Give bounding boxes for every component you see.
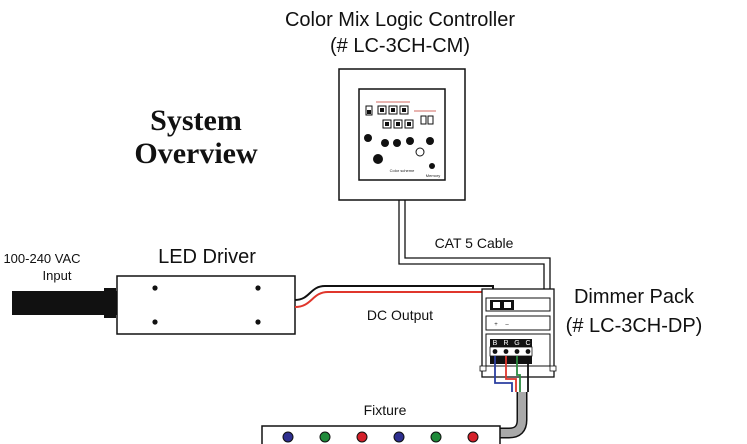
input-label-line1: 100-240 VAC [3,251,80,266]
controller-knobs [364,134,435,169]
fixture [261,425,501,444]
input-label-line2: Input [43,268,72,283]
fixture-led [393,431,405,443]
cat5-cable [398,200,551,300]
controller-panel-button-label: Memory [426,173,440,178]
controller-panel: Color scheme Memory [338,68,466,201]
dimmer-terminal-labels: B R G C [493,340,531,347]
controller-switches [365,101,436,129]
controller-name: Color Mix Logic Controller [285,9,515,31]
dc-output-label: DC Output [367,307,433,323]
fixture-led [467,431,479,443]
fixture-leds [282,431,479,443]
controller-part-number: (# LC-3CH-CM) [330,35,470,57]
fixture-led [319,431,331,443]
fixture-led [282,431,294,443]
dimmer-terminal-label-r: R [503,340,508,347]
dimmer-terminal-label-c: C [525,340,530,347]
led-driver [116,275,296,335]
controller-memory-button [415,147,425,157]
title-line1: System [150,104,242,137]
fixture-led [430,431,442,443]
title-line2: Overview [134,137,258,170]
dimmer-terminal-label-b: B [493,340,498,347]
cat5-cable-label: CAT 5 Cable [435,235,514,251]
fixture-label: Fixture [364,402,407,418]
dimmer-pack-part-number: (# LC-3CH-DP) [566,315,703,337]
dimmer-pack-name: Dimmer Pack [574,286,695,308]
dimmer-pack [479,288,557,378]
fixture-output-wires [494,356,529,392]
dimmer-input-label-negative: – [505,322,509,328]
dimmer-terminal-label-g: G [514,340,519,347]
dimmer-input-labels: + – [494,322,509,328]
dimmer-input-label-positive: + [494,322,498,328]
fixture-led [356,431,368,443]
led-driver-label: LED Driver [158,246,256,268]
controller-panel-caption: Color scheme [390,168,415,173]
input-power-cord [12,288,122,318]
dc-output-wires [294,285,498,308]
